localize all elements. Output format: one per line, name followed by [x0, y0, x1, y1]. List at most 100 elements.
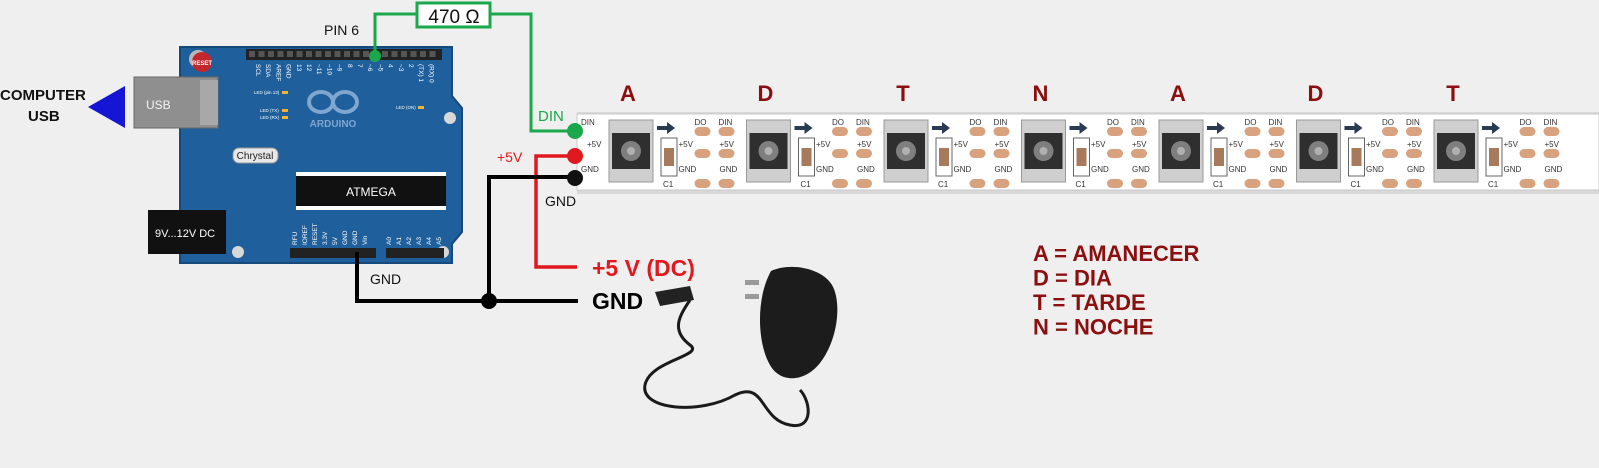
adapter-prong	[745, 294, 759, 299]
digital-pin-label: 13	[295, 64, 302, 72]
mount-hole	[444, 112, 456, 124]
copper-pad	[1519, 127, 1536, 136]
direction-arrow-icon	[1482, 122, 1500, 134]
usb-arrow-icon	[88, 86, 125, 128]
ground-wire-strip	[487, 175, 578, 303]
pad-gnd-label: GND	[954, 165, 972, 174]
mount-hole	[232, 246, 244, 258]
capacitor-label: C1	[801, 180, 812, 189]
copper-pad	[856, 149, 872, 158]
digital-pin-label: ~5	[376, 64, 383, 72]
header-pin	[287, 51, 293, 57]
copper-pad	[1406, 149, 1422, 158]
segment-letter: T	[1446, 81, 1460, 106]
digital-pin-label: (RX) 0	[427, 64, 434, 83]
usb-label: USB	[146, 98, 171, 112]
pad-gnd-label: GND	[995, 165, 1013, 174]
copper-pad	[1107, 179, 1123, 188]
copper-pad	[1382, 149, 1398, 158]
header-pin	[401, 51, 407, 57]
copper-pad	[694, 149, 711, 158]
digital-pin-label: ~11	[315, 64, 322, 75]
copper-pad	[832, 127, 848, 136]
led-die-core	[1452, 147, 1460, 155]
header-pin	[420, 51, 426, 57]
copper-pad	[1107, 149, 1123, 158]
digital-pin-label: AREF	[274, 64, 281, 81]
copper-pad	[832, 149, 848, 158]
pad-5v-label: +5V	[1407, 140, 1422, 149]
pad-do-label: DO	[1107, 118, 1119, 127]
power-pin-label: GND	[352, 230, 359, 245]
power-jack	[148, 210, 226, 254]
header-pin	[382, 51, 388, 57]
segment-letter: A	[620, 81, 636, 106]
digital-pin-label: GND	[285, 64, 292, 79]
capacitor-label: C1	[1488, 180, 1499, 189]
digital-pin-label: 8	[346, 64, 353, 68]
led-on	[418, 106, 424, 109]
pad-gnd-label: GND	[1270, 165, 1288, 174]
header-pin	[353, 51, 360, 57]
led-on-label: LED (ON)	[396, 105, 416, 110]
pad-gnd-label: GND	[1504, 165, 1522, 174]
copper-pad	[1519, 179, 1536, 188]
led-die-core	[902, 147, 910, 155]
adapter-prong	[745, 280, 759, 285]
crystal	[232, 147, 279, 164]
usb-connector-face	[200, 80, 218, 125]
pad-gnd-label: GND	[1091, 165, 1109, 174]
legend-entry: N = NOCHE	[1033, 315, 1153, 340]
copper-pad	[1268, 149, 1285, 158]
pad-din-label: DIN	[719, 118, 733, 127]
power-pin-label: Vin	[362, 235, 369, 245]
segment-letter: D	[758, 81, 774, 106]
pin6-label: PIN 6	[324, 22, 359, 38]
copper-pad	[969, 149, 986, 158]
copper-pad	[832, 179, 848, 188]
led-pin13	[282, 91, 288, 94]
din-label: DIN	[538, 108, 564, 125]
capacitor-label: C1	[938, 180, 949, 189]
power-jack-label: 9V...12V DC	[155, 228, 215, 240]
power-wire	[534, 154, 577, 269]
pad-5v-label: +5V	[1229, 140, 1244, 149]
din-terminal	[567, 123, 583, 139]
capacitor-label: C1	[1351, 180, 1362, 189]
pad-5v-label: +5V	[1504, 140, 1519, 149]
computer-usb-callout: COMPUTER USB	[0, 86, 125, 128]
gnd-strip-label: GND	[545, 193, 576, 209]
direction-arrow-icon	[794, 122, 813, 134]
copper-pad	[856, 127, 872, 136]
led-rx	[282, 116, 288, 119]
direction-arrow-icon	[1207, 122, 1225, 134]
pad-5v-label: +5V	[720, 140, 735, 149]
pad-5v-label: +5V	[857, 140, 872, 149]
copper-pad	[1382, 127, 1398, 136]
wires	[355, 1, 583, 309]
copper-pad	[856, 179, 872, 188]
copper-pad	[718, 179, 735, 188]
copper-pad	[1519, 149, 1536, 158]
header-pin	[268, 51, 274, 57]
digital-pin-label: ~10	[325, 64, 332, 75]
led-die-core	[1314, 147, 1323, 155]
copper-pad	[1131, 149, 1147, 158]
resistor-470	[415, 1, 492, 29]
reset-label: RESET	[192, 61, 212, 67]
copper-pad	[969, 127, 986, 136]
copper-pad	[969, 179, 986, 188]
analog-pin-label: A0	[386, 237, 393, 245]
led-die-core	[627, 147, 635, 155]
ground-wire-board	[355, 252, 489, 303]
copper-pad	[993, 179, 1010, 188]
digital-pin-label: ~6	[366, 64, 373, 72]
dc-plug	[655, 286, 694, 306]
adapter-body	[759, 266, 838, 379]
copper-pad	[1543, 149, 1560, 158]
